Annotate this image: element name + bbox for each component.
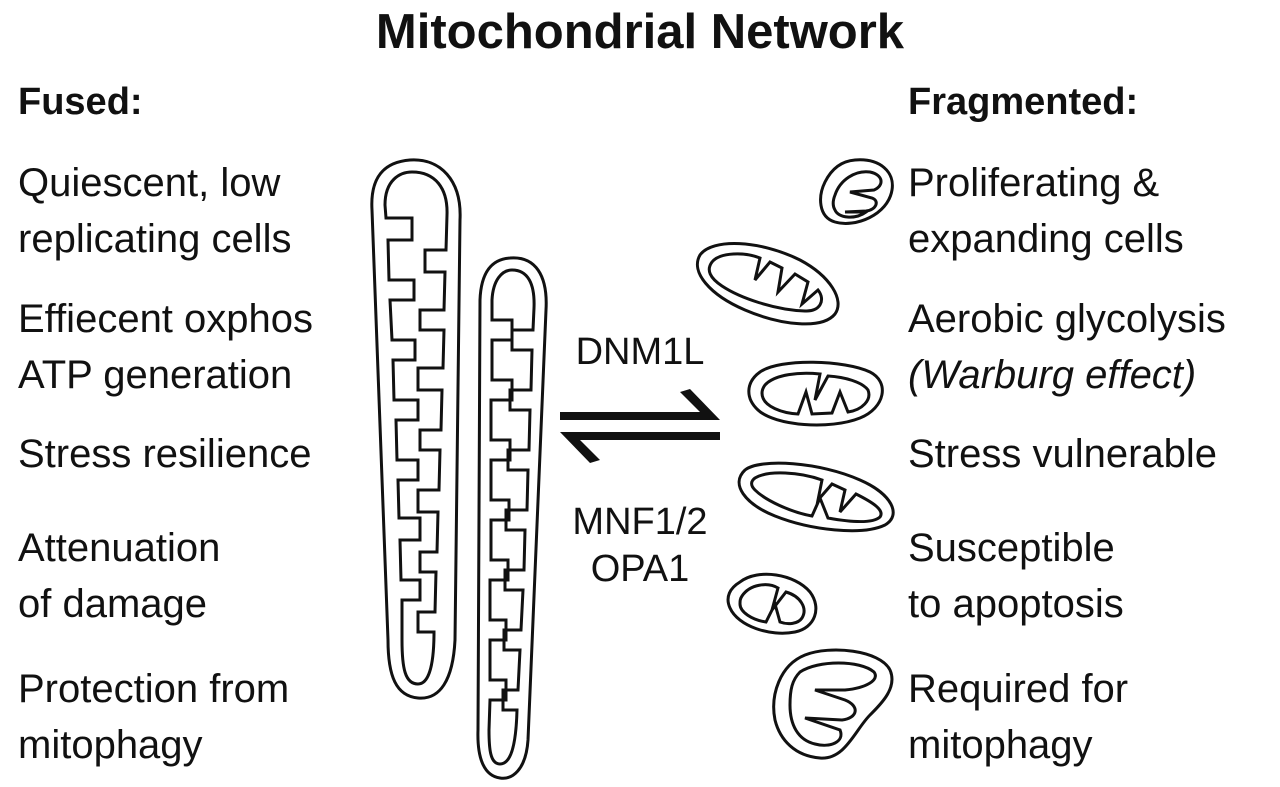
fused-item-line: ATP generation: [18, 353, 293, 397]
fused-item-quiescent: Quiescent, low replicating cells: [18, 155, 291, 267]
fragmented-item-proliferating: Proliferating & expanding cells: [908, 155, 1184, 267]
fragmented-item-line: Required for: [908, 667, 1129, 711]
fragmented-item-line: Stress vulnerable: [908, 432, 1218, 476]
equilibrium-arrows: [560, 389, 720, 463]
fragment-mitochondrion: [737, 461, 895, 533]
fused-item-line: replicating cells: [18, 217, 292, 261]
fragment-mitochondrion: [747, 360, 884, 427]
fragment-mitochondrion: [819, 158, 894, 225]
fragmented-item-mitophagy: Required for mitophagy: [908, 661, 1128, 773]
fusion-label-opa: OPA1: [590, 548, 690, 590]
fragmented-mitochondria: [695, 158, 895, 760]
fused-item-line: Protection from: [18, 667, 290, 711]
fission-label: DNM1L: [575, 331, 705, 373]
fusion-label-mnf: MNF1/2: [572, 501, 708, 543]
fragmented-item-line: to apoptosis: [908, 582, 1124, 626]
fused-item-protection: Protection from mitophagy: [18, 661, 289, 773]
fragmented-item-apoptosis: Susceptible to apoptosis: [908, 520, 1124, 632]
fragmented-item-line: Aerobic glycolysis: [908, 297, 1226, 341]
fused-item-line: Stress resilience: [18, 432, 312, 476]
fused-mitochondrion-large: [370, 158, 462, 700]
fused-item-line: of damage: [18, 582, 208, 626]
fragment-mitochondrion: [695, 242, 840, 326]
fused-item-attenuation: Attenuation of damage: [18, 520, 220, 632]
fragmented-item-line: Susceptible: [908, 526, 1115, 570]
fission-arrow: [560, 389, 720, 420]
fused-item-line: Quiescent, low: [18, 161, 281, 205]
fused-item-stress: Stress resilience: [18, 426, 311, 482]
fragmented-item-line: Proliferating &: [908, 161, 1160, 205]
fragment-mitochondrion: [772, 648, 894, 760]
fused-item-line: Effiecent oxphos: [18, 297, 314, 341]
fragmented-item-stress: Stress vulnerable: [908, 426, 1217, 482]
fragment-mitochondrion: [726, 572, 818, 635]
fused-mitochondrion-small: [476, 256, 548, 780]
fragmented-item-line: (Warburg effect): [908, 353, 1197, 397]
fragmented-item-line: mitophagy: [908, 723, 1093, 767]
fused-heading: Fused:: [18, 81, 143, 123]
fused-item-line: mitophagy: [18, 723, 203, 767]
fused-item-line: Attenuation: [18, 526, 221, 570]
fragmented-item-glycolysis: Aerobic glycolysis (Warburg effect): [908, 291, 1226, 403]
fragmented-heading: Fragmented:: [908, 81, 1139, 123]
fused-item-oxphos: Effiecent oxphos ATP generation: [18, 291, 313, 403]
diagram-title: Mitochondrial Network: [375, 5, 905, 59]
fusion-arrow: [560, 432, 720, 463]
fragmented-item-line: expanding cells: [908, 217, 1184, 261]
